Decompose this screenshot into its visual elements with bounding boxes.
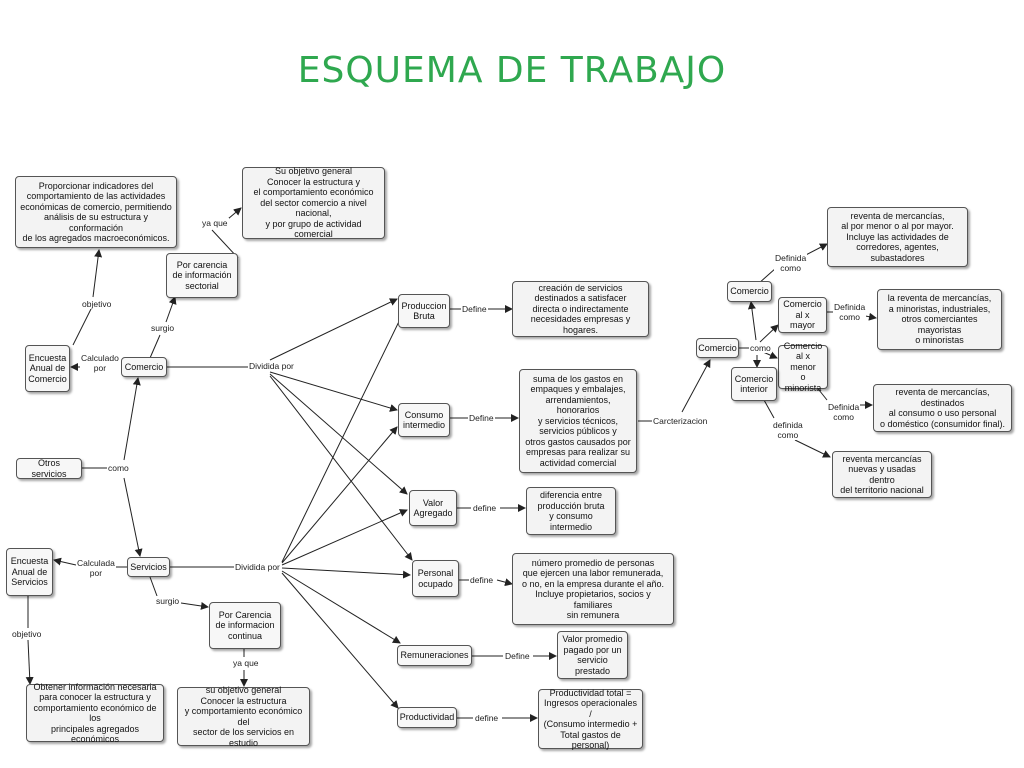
label-definida-como: definida como	[772, 420, 804, 440]
node-reventa-3: reventa de mercancías, destinados al con…	[873, 384, 1012, 432]
connector	[269, 375, 413, 561]
node-consumo-intermedio: Consumo intermedio	[398, 403, 450, 437]
node-encuesta-comercio: Encuesta Anual de Comercio	[25, 345, 70, 392]
node-objetivo-servicios: su objetivo general Conocer la estructur…	[177, 685, 310, 748]
node-productividad: Productividad	[397, 707, 457, 728]
connector	[180, 602, 209, 610]
label-carcterizacion: Carcterizacion	[652, 416, 709, 426]
label-definida-como: Definida como	[827, 402, 861, 422]
label-ya-que: ya que	[232, 658, 260, 668]
label-dividida-por: Dividida por	[234, 562, 281, 572]
label-define: Define	[468, 413, 495, 423]
connector	[123, 477, 143, 557]
label-como: como	[107, 463, 130, 473]
node-comercio-center: Comercio	[696, 338, 739, 358]
label-objetivo: objetivo	[81, 299, 113, 309]
node-servicios: Servicios	[127, 557, 170, 577]
connector	[759, 324, 779, 343]
connector	[25, 639, 34, 685]
node-carencia-sectorial: Por carencia de información sectorial	[166, 253, 238, 298]
node-produccion-bruta: Produccion Bruta	[398, 294, 450, 328]
label-calculado-por: Calculado por	[80, 353, 120, 373]
label-surgio: surgio	[150, 323, 176, 333]
node-def-produccion: creación de servicios destinados a satis…	[512, 281, 649, 337]
label-define: Define	[504, 651, 531, 661]
label-definida-como: Definida como	[774, 253, 808, 273]
node-comercio-mayor: Comercio al x mayor	[778, 297, 827, 333]
node-personal-ocupado: Personal ocupado	[412, 560, 459, 597]
connector	[281, 567, 411, 579]
connector	[794, 439, 831, 458]
node-def-productividad: Productividad total = Ingresos operacion…	[538, 688, 643, 750]
connector	[72, 304, 94, 346]
connector	[149, 334, 161, 359]
node-proporcionar-indicadores: Proporcionar indicadores del comportamie…	[15, 176, 177, 248]
label-ya-que: ya que	[201, 218, 229, 228]
connector	[281, 570, 401, 644]
label-surgio: surgio	[155, 596, 181, 606]
node-comercio: Comercio	[121, 357, 167, 377]
connector	[281, 426, 398, 564]
connector	[53, 557, 77, 566]
connector	[762, 351, 778, 359]
node-valor-agregado: Valor Agregado	[409, 490, 457, 526]
label-define: define	[474, 713, 500, 723]
node-def-personal: número promedio de personas que ejercen …	[512, 553, 674, 625]
connector	[281, 572, 399, 709]
node-comercio-interior: Comercio interior	[731, 367, 777, 401]
connector	[149, 576, 158, 597]
node-carencia-continua: Por Carencia de informacion continua	[209, 602, 281, 649]
node-def-valor: diferencia entre producción bruta y cons…	[526, 487, 616, 535]
connector	[281, 509, 408, 566]
label-define: Define	[461, 304, 488, 314]
connector	[269, 373, 408, 495]
page-title: ESQUEMA DE TRABAJO	[297, 50, 727, 91]
node-obtener-informacion: Obtener información necesaria para conoc…	[26, 682, 164, 744]
label-define: define	[469, 575, 495, 585]
node-comercio-top: Comercio	[727, 281, 772, 302]
node-objetivo-comercio: Su objetivo general Conocer la estructur…	[242, 166, 385, 239]
node-comercio-menor: Comercio al x menor o minorista	[778, 341, 828, 393]
connector	[123, 377, 141, 461]
node-reventa-4: reventa mercancías nuevas y usadas dentr…	[832, 451, 932, 498]
connector	[269, 298, 398, 361]
label-definida-como: Definida como	[833, 302, 867, 322]
label-dividida-por: Dividida por	[248, 361, 295, 371]
connector	[763, 399, 775, 419]
node-def-consumo: suma de los gastos en empaques y embalaj…	[519, 369, 637, 473]
node-reventa-2: la reventa de mercancías, a minoristas, …	[877, 289, 1002, 350]
connector	[496, 578, 513, 587]
node-reventa-1: reventa de mercancías, al por menor o al…	[827, 207, 968, 267]
node-encuesta-servicios: Encuesta Anual de Servicios	[6, 548, 53, 596]
node-otros-servicios: Otros servicios	[16, 458, 82, 479]
connector	[681, 359, 711, 413]
connector	[281, 304, 408, 563]
connector	[269, 371, 398, 412]
label-calculada-por: Calculada por	[76, 558, 116, 578]
connector	[165, 296, 177, 323]
label-objetivo: objetivo	[11, 629, 43, 639]
label-define: define	[472, 503, 498, 513]
node-def-remuneraciones: Valor promedio pagado por un servicio pr…	[557, 631, 628, 679]
connector	[92, 249, 103, 298]
label-como: como	[749, 343, 772, 353]
node-remuneraciones: Remuneraciones	[397, 645, 472, 666]
connector	[747, 301, 757, 341]
